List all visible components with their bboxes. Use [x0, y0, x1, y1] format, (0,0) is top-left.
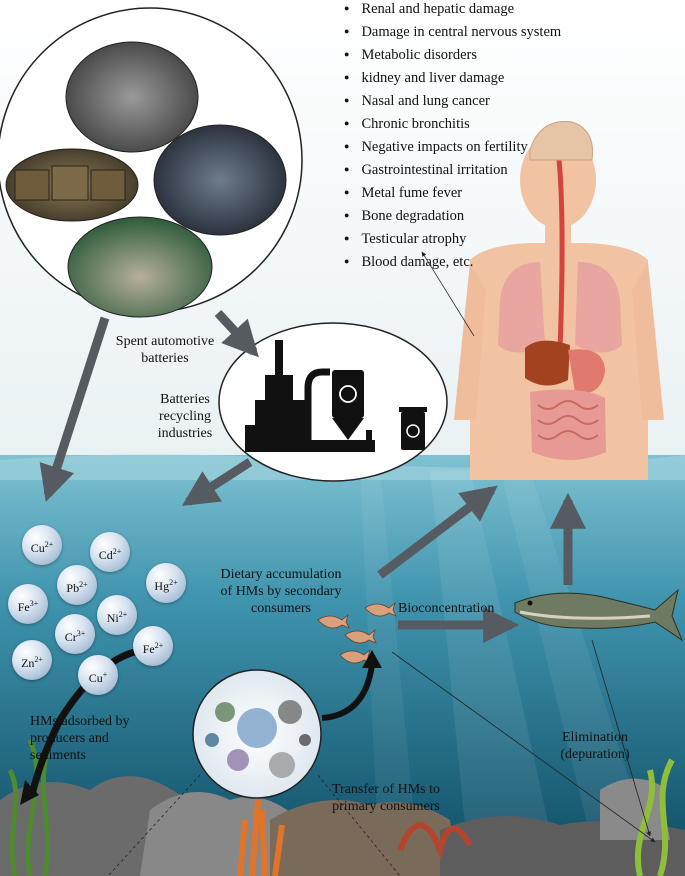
list-item: Renal and hepatic damage [344, 0, 561, 21]
list-item: Bone degradation [344, 205, 561, 228]
list-item: Chronic bronchitis [344, 113, 561, 136]
list-item: Nasal and lung cancer [344, 90, 561, 113]
ion-bubble: Cu+ [78, 655, 118, 695]
ion-bubble: Fe2+ [133, 626, 173, 666]
ion-bubble: Fe3+ [8, 584, 48, 624]
list-item: Blood damage, etc. [344, 251, 561, 274]
bioconcentration-label: Bioconcentration [398, 601, 495, 616]
list-item: Metabolic disorders [344, 44, 561, 67]
elimination-label: Elimination (depuration) [560, 730, 630, 762]
ion-bubble: Cr3+ [55, 614, 95, 654]
hms-adsorbed-label: HMs adsorbed by producers and sediments [30, 714, 130, 763]
transfer-primary-label: Transfer of HMs to primary consumers [332, 782, 440, 814]
spent-batteries-label: Spent automotive batteries [115, 334, 215, 366]
list-item: Metal fume fever [344, 182, 561, 205]
ion-bubble: Cd2+ [90, 532, 130, 572]
health-effects-list: Renal and hepatic damage Damage in centr… [344, 0, 561, 274]
list-item: Negative impacts on fertility [344, 136, 561, 159]
ion-bubble: Ni2+ [97, 595, 137, 635]
human-body [454, 121, 664, 480]
list-item: Testicular atrophy [344, 228, 561, 251]
ion-bubble: Zn2+ [12, 640, 52, 680]
ion-bubble: Cu2+ [22, 525, 62, 565]
list-item: Damage in central nervous system [344, 21, 561, 44]
list-item: Gastrointestinal irritation [344, 159, 561, 182]
ion-bubble: Hg2+ [146, 563, 186, 603]
list-item: kidney and liver damage [344, 67, 561, 90]
fish [514, 588, 684, 642]
recycling-industries-label: Batteries recycling industries [157, 392, 213, 441]
dietary-accumulation-label: Dietary accumulation of HMs by secondary… [220, 567, 342, 616]
ion-bubble: Pb2+ [57, 565, 97, 605]
